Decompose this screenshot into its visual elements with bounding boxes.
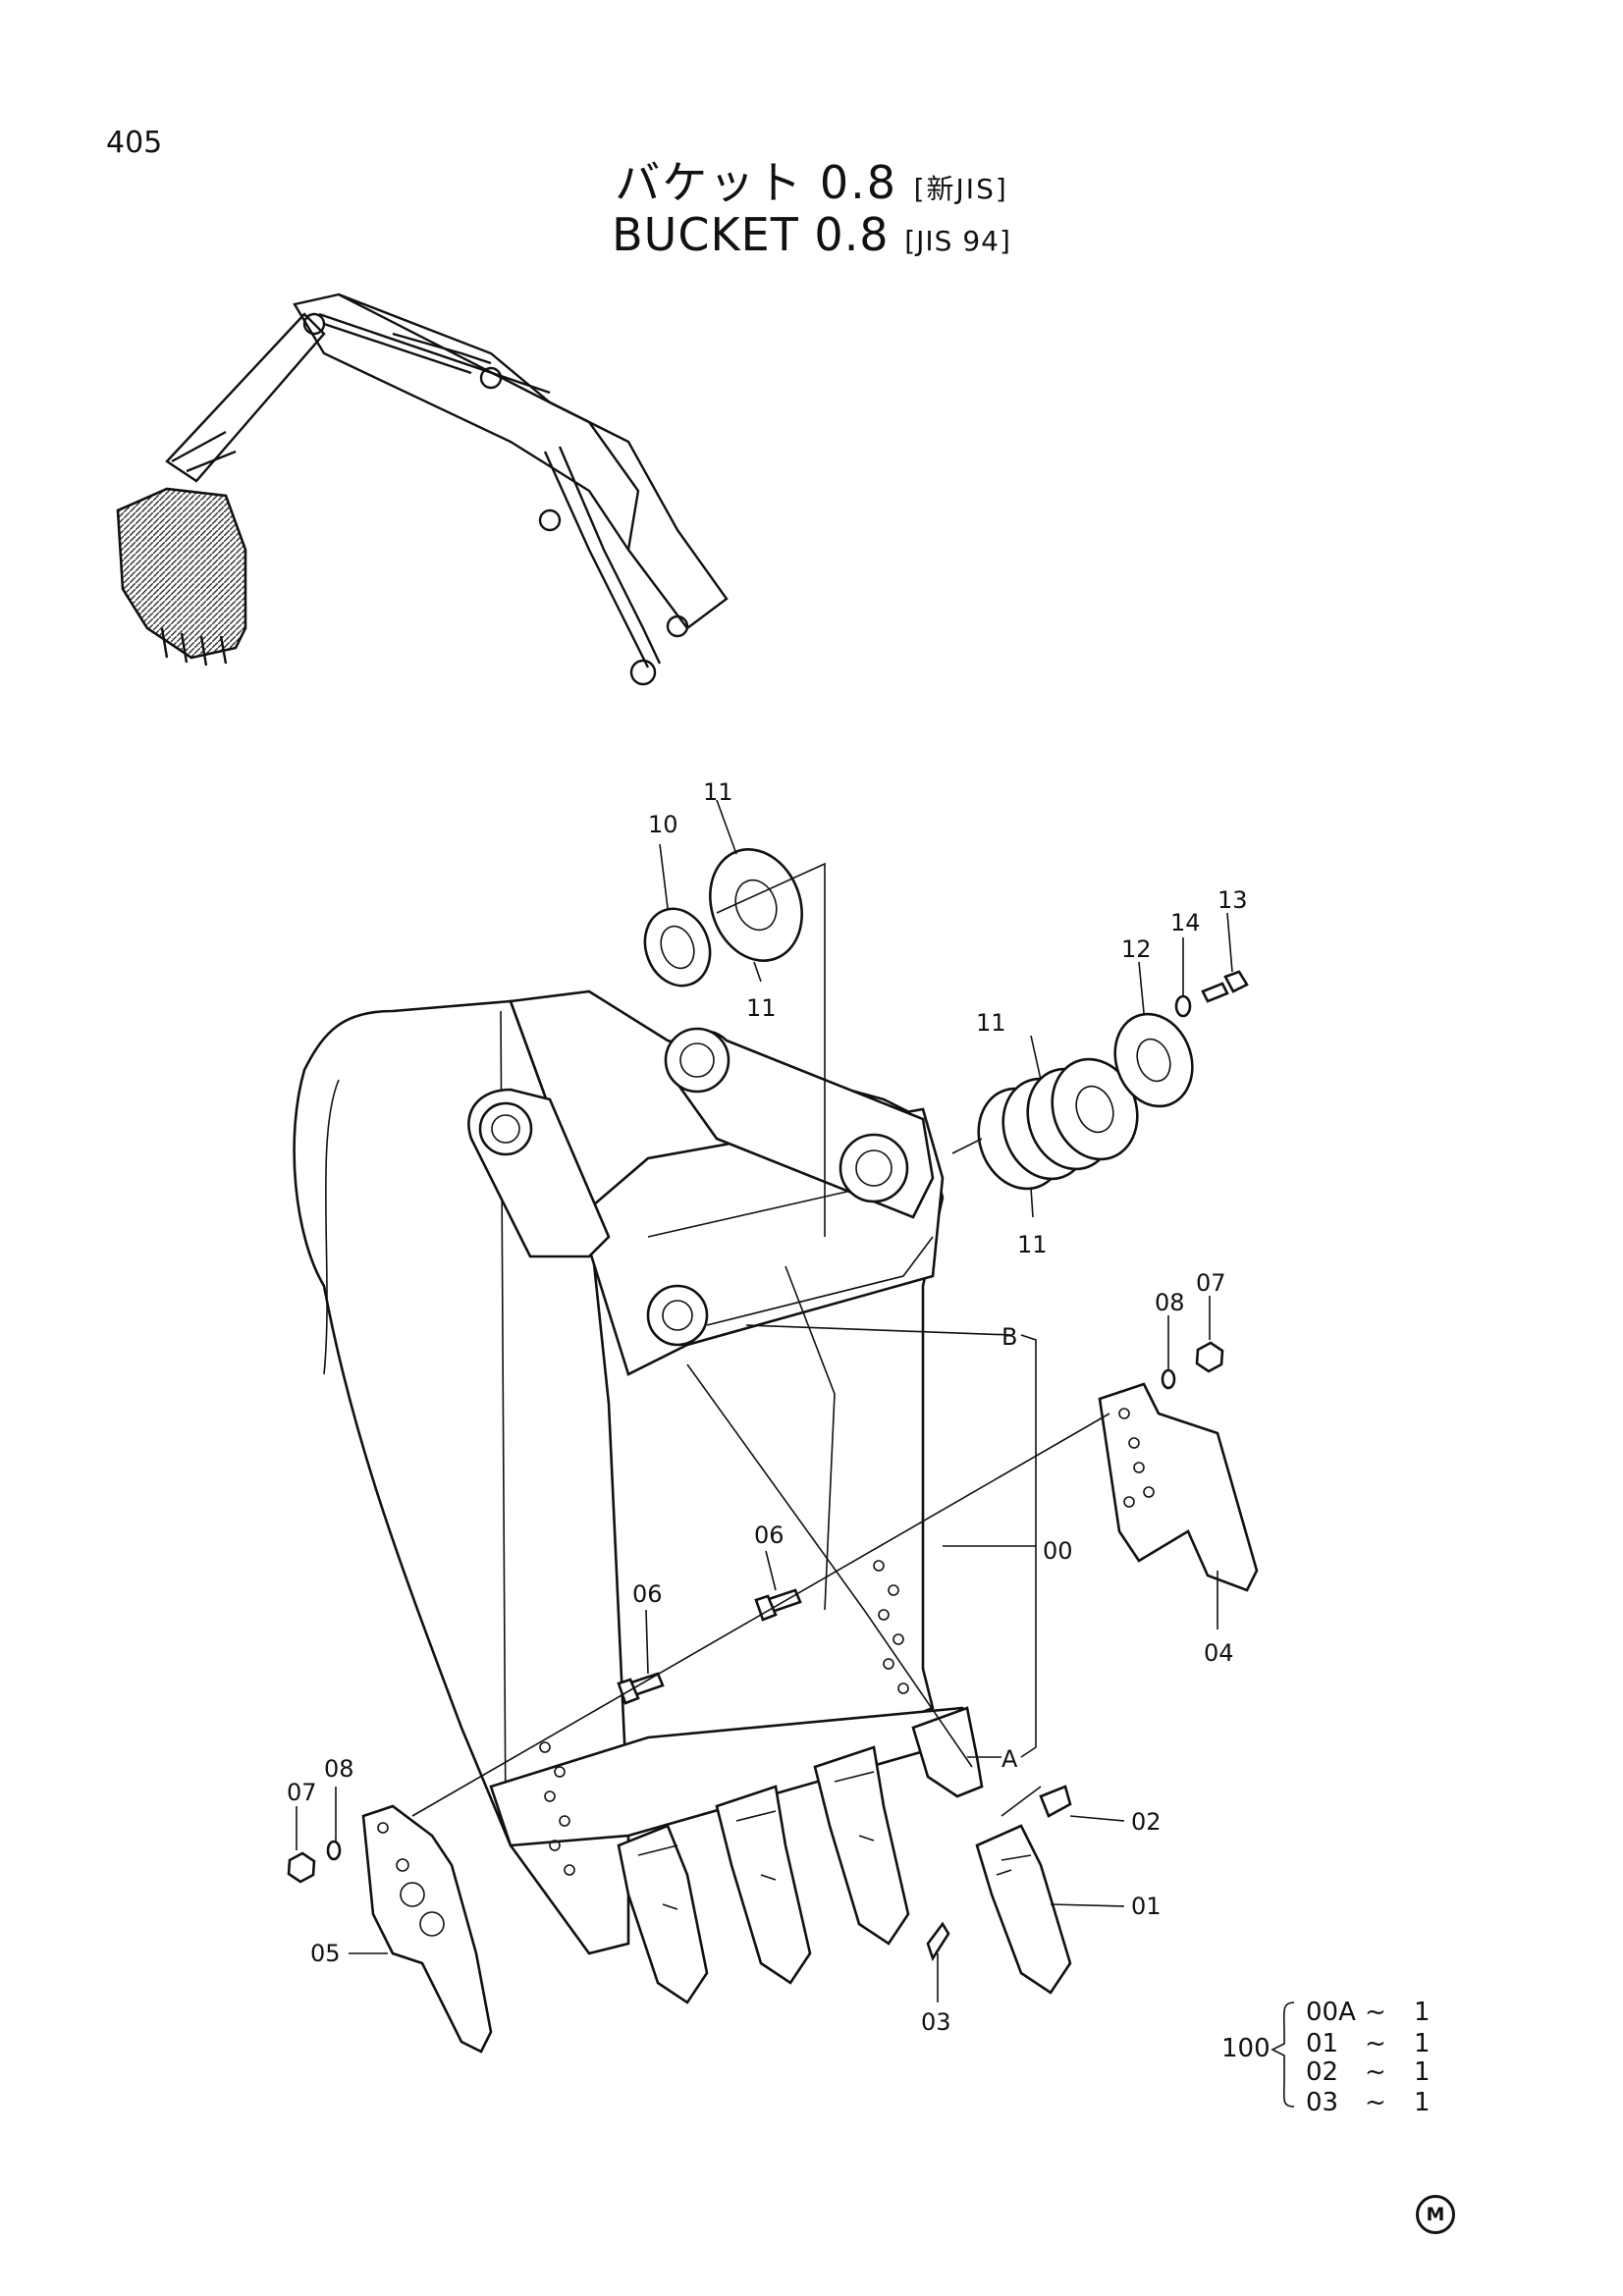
leader-lines (296, 799, 1233, 2002)
callout-05: 05 (310, 1940, 341, 1967)
callout-14: 14 (1170, 909, 1201, 936)
tooth-lock-03 (926, 1921, 950, 1961)
side-cutter-04-holes (1118, 1408, 1155, 1508)
kit-item-sep: ~ (1365, 2088, 1386, 2117)
callout-13: 13 (1217, 886, 1248, 914)
bucket-assembly (293, 989, 974, 1955)
kit-item-part: 00A (1306, 1998, 1356, 2027)
title-japanese-text: バケット 0.8 (615, 156, 897, 209)
callout-04: 04 (1204, 1639, 1234, 1667)
kit-item-qty: 1 (1414, 2057, 1431, 2087)
callout-07: 07 (287, 1779, 317, 1806)
callout-08: 08 (324, 1755, 354, 1783)
callout-06: 06 (754, 1522, 784, 1549)
callout-02: 02 (1131, 1808, 1162, 1836)
callout-00: 00 (1043, 1537, 1073, 1565)
side-holes-right (873, 1560, 909, 1694)
excavator-arm-illustration (116, 293, 729, 686)
callout-08: 08 (1155, 1289, 1185, 1316)
callout-a: A (1001, 1745, 1018, 1773)
callout-11: 11 (1017, 1231, 1048, 1258)
callout-b: B (1001, 1323, 1017, 1351)
kit-number: 100 (1221, 2034, 1271, 2063)
title-japanese: バケット 0.8 [新JIS] (0, 147, 1623, 212)
kit-item-sep: ~ (1365, 2029, 1386, 2058)
kit-item-sep: ~ (1365, 2057, 1386, 2087)
title-english-tag: [JIS 94] (904, 225, 1011, 257)
manufacturer-mark: M (1416, 2195, 1455, 2234)
bucket-highlight (116, 487, 247, 660)
callout-11: 11 (976, 1009, 1006, 1037)
tooth (813, 1745, 910, 1946)
callout-01: 01 (1131, 1893, 1162, 1920)
title-japanese-tag: [新JIS] (913, 173, 1008, 205)
side-holes-left (539, 1741, 575, 1876)
assembly-lines (411, 862, 1110, 1817)
callout-07: 07 (1196, 1269, 1226, 1297)
callout-06: 06 (632, 1580, 663, 1608)
side-cutter-05-holes (377, 1822, 445, 1937)
title-english: BUCKET 0.8 [JIS 94] (0, 208, 1623, 261)
kit-item-qty: 1 (1414, 1998, 1431, 2027)
exploded-tooth-01 (975, 1824, 1072, 1995)
kit-item-part: 01 (1306, 2029, 1338, 2058)
kit-item-part: 02 (1306, 2057, 1338, 2087)
side-cutter-04 (1098, 1382, 1259, 1592)
kit-table: 100 00A ~ 1 01 ~ 1 02 ~ 1 03 ~ 1 (1221, 1998, 1431, 2117)
callout-labels: 10 11 11 14 13 12 11 11 08 07 B 06 06 00… (287, 778, 1248, 2036)
callout-11: 11 (746, 994, 777, 1022)
callout-12: 12 (1121, 935, 1152, 963)
callout-03: 03 (921, 2008, 951, 2036)
kit-item-part: 03 (1306, 2088, 1338, 2117)
kit-item-qty: 1 (1414, 2029, 1431, 2058)
side-cutter-05 (361, 1804, 493, 2054)
page-number: 405 (106, 126, 163, 160)
tooth (715, 1785, 812, 1985)
tooth (911, 1706, 984, 1798)
title-english-text: BUCKET 0.8 (612, 208, 890, 261)
kit-item-sep: ~ (1365, 1998, 1386, 2027)
kit-item-qty: 1 (1414, 2088, 1431, 2117)
tooth-pin-02 (1039, 1785, 1072, 1818)
pin-hardware (287, 848, 1249, 1884)
tooth (617, 1824, 709, 2004)
callout-11: 11 (703, 778, 733, 806)
callout-10: 10 (648, 811, 678, 838)
bucket-teeth (617, 1706, 1072, 2004)
